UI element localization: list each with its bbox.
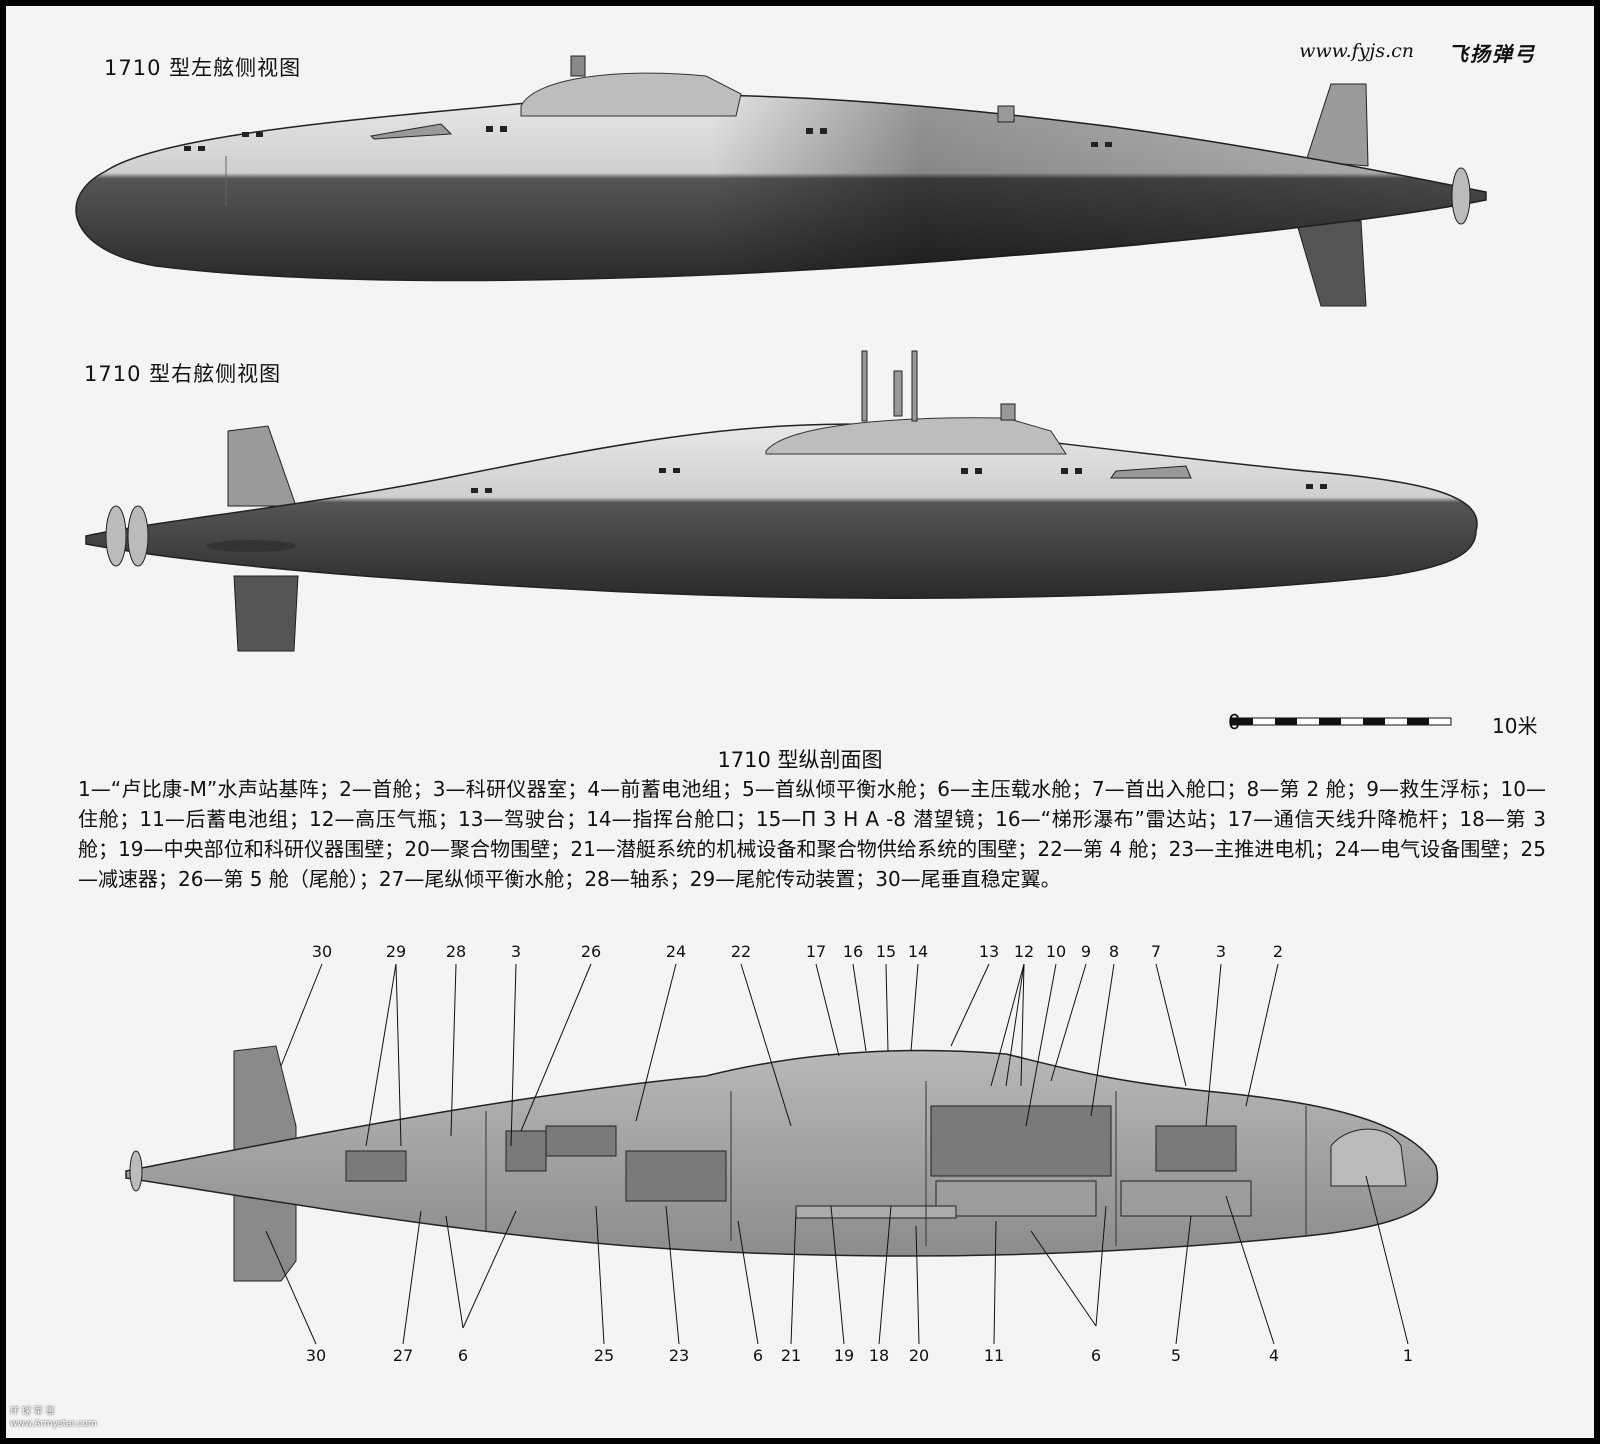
section-bulkheads: [485, 1081, 1307, 1246]
callout-top-3: 3: [1215, 942, 1227, 961]
longitudinal-section: [125, 963, 1439, 1345]
callout-top-10: 10: [1045, 942, 1067, 961]
port-view-title: 1710 型左舷侧视图: [104, 56, 302, 80]
callout-bottom-5: 5: [1170, 1346, 1182, 1365]
starboard-view-title: 1710 型右舷侧视图: [84, 362, 282, 386]
callout-top-2: 2: [1272, 942, 1284, 961]
section-leader-lines: [265, 963, 1409, 1345]
port-deck-fitting: [997, 105, 1015, 123]
callout-top-12: 12: [1013, 942, 1035, 961]
callout-top-16: 16: [842, 942, 864, 961]
callout-top-3: 3: [510, 942, 522, 961]
legend-text: 1—“卢比康-M”水声站基阵；2—首舱；3—科研仪器室；4—前蓄电池组；5—首纵…: [78, 777, 1546, 891]
callout-top-22: 22: [730, 942, 752, 961]
callout-bottom-1: 1: [1402, 1346, 1414, 1365]
port-hatch-plate: [369, 123, 453, 140]
stbd-propellers: [105, 505, 149, 567]
callout-top-26: 26: [580, 942, 602, 961]
callout-top-24: 24: [665, 942, 687, 961]
callout-bottom-25: 25: [593, 1346, 615, 1365]
port-mast-stub: [570, 55, 586, 77]
stbd-hatch-plate: [1110, 465, 1192, 479]
port-propeller: [1451, 167, 1471, 225]
port-side-view: [75, 55, 1487, 307]
diagram-sheet: 1710 型左舷侧视图 1710 型右舷侧视图 www.fyjs.cn 飞扬弹弓…: [6, 6, 1594, 1438]
callout-top-29: 29: [385, 942, 407, 961]
scale-start-label: 0: [1228, 710, 1241, 734]
watermark-brand: 飞扬弹弓: [1448, 42, 1536, 66]
callout-bottom-30: 30: [305, 1346, 327, 1365]
callout-top-13: 13: [978, 942, 1000, 961]
callout-top-28: 28: [445, 942, 467, 961]
callout-bottom-19: 19: [833, 1346, 855, 1365]
corner-logo: 环 球 军 事 www.Armystar.com: [10, 1406, 128, 1434]
callout-bottom-20: 20: [908, 1346, 930, 1365]
callout-bottom-6: 6: [457, 1346, 469, 1365]
port-hull-shading: [76, 95, 1487, 281]
callout-bottom-11: 11: [983, 1346, 1005, 1365]
callout-top-9: 9: [1080, 942, 1092, 961]
callout-bottom-27: 27: [392, 1346, 414, 1365]
callout-top-7: 7: [1150, 942, 1162, 961]
callout-top-17: 17: [805, 942, 827, 961]
corner-logo-line1: 环 球 军 事: [10, 1407, 55, 1417]
scale-end-label: 10米: [1492, 714, 1538, 738]
stbd-deck-ports: [471, 468, 1327, 493]
callout-bottom-23: 23: [668, 1346, 690, 1365]
callout-bottom-4: 4: [1268, 1346, 1280, 1365]
stbd-masts: [861, 350, 1016, 422]
callout-top-8: 8: [1108, 942, 1120, 961]
stbd-upper-fin: [227, 425, 297, 507]
callout-bottom-18: 18: [868, 1346, 890, 1365]
section-view-title: 1710 型纵剖面图: [717, 748, 883, 772]
section-propeller: [129, 1150, 143, 1192]
starboard-side-view: [85, 350, 1478, 652]
callout-top-15: 15: [875, 942, 897, 961]
stbd-sail: [765, 417, 1067, 455]
watermark-site: www.fyjs.cn: [1299, 40, 1414, 62]
scale-bar: [1230, 717, 1452, 726]
callout-bottom-6: 6: [752, 1346, 764, 1365]
callout-bottom-21: 21: [780, 1346, 802, 1365]
drawings-layer: [75, 55, 1487, 1345]
port-upper-fin: [1305, 83, 1369, 167]
stbd-stern-plane: [206, 540, 296, 552]
section-internals: [345, 1105, 1407, 1219]
callout-top-30: 30: [311, 942, 333, 961]
callout-top-14: 14: [907, 942, 929, 961]
port-deck-ports: [184, 126, 1112, 151]
corner-logo-line2: www.Armystar.com: [10, 1419, 97, 1429]
section-hull: [125, 1049, 1439, 1257]
callout-bottom-6: 6: [1090, 1346, 1102, 1365]
stbd-hull: [85, 423, 1478, 599]
port-sail: [520, 72, 742, 117]
stbd-lower-rudder: [233, 575, 299, 652]
port-lower-rudder: [1295, 220, 1367, 307]
